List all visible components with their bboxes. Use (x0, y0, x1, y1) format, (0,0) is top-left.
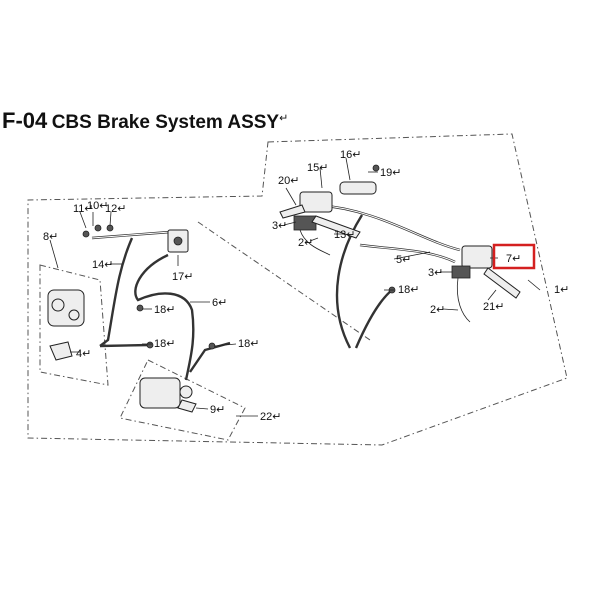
callout-18: 18↵ (154, 304, 175, 316)
callout-18: 18↵ (154, 338, 175, 350)
callout-7: 7↵ (506, 253, 521, 265)
callout-2: 2↵ (298, 237, 313, 249)
callout-3: 3↵ (428, 267, 443, 279)
callout-21: 21↵ (483, 301, 504, 313)
cbs-distributor (167, 229, 189, 253)
callout-18: 18↵ (398, 284, 419, 296)
callout-5: 5↵ (396, 254, 411, 266)
front-caliper (47, 289, 85, 361)
left-brake-lever-assembly (279, 181, 377, 256)
rear-caliper-box (119, 359, 246, 441)
fittings (82, 164, 396, 350)
hose-front-caliper (99, 343, 151, 348)
callout-7-highlight-box (492, 243, 536, 270)
cbs-box-edge (197, 221, 371, 341)
callout-8: 8↵ (43, 231, 58, 243)
callout-20: 20↵ (278, 175, 299, 187)
callout-14: 14↵ (92, 259, 113, 271)
callout-16: 16↵ (340, 149, 361, 161)
hose-18-right (354, 289, 393, 349)
callout-12: 12↵ (105, 203, 126, 215)
callout-4: 4↵ (76, 348, 91, 360)
callout-2: 2↵ (430, 304, 445, 316)
hose-6 (134, 253, 195, 381)
diagram-name: CBS Brake System ASSY (51, 112, 280, 133)
callout-19: 19↵ (380, 167, 401, 179)
callout-10: 10↵ (87, 200, 108, 212)
diagram-code: F-04 (2, 108, 48, 133)
callout-18: 18↵ (238, 338, 259, 350)
hose-cbs-long (335, 214, 364, 349)
assembly-outline (27, 133, 568, 446)
callout-labels: 1↵ 2↵ 2↵ 3↵ 3↵ 4↵ 5↵ 6↵ 7↵ 8↵ 9↵ 10↵ 11↵… (43, 149, 569, 423)
callout-6: 6↵ (212, 297, 227, 309)
callout-22: 22↵ (260, 411, 281, 423)
callout-17: 17↵ (172, 271, 193, 283)
callout-3: 3↵ (272, 220, 287, 232)
callout-15: 15↵ (307, 162, 328, 174)
callout-9: 9↵ (210, 404, 225, 416)
return-mark: ↵ (279, 112, 289, 125)
hose-14 (99, 237, 134, 347)
diagram-title: F-04 CBS Brake System ASSY↵ (2, 108, 288, 134)
front-caliper-box (39, 264, 109, 386)
rear-caliper (139, 377, 197, 413)
callout-11: 11↵ (73, 203, 94, 215)
brake-hoses (91, 203, 461, 381)
right-brake-lever-assembly (451, 245, 521, 323)
leader-lines (49, 157, 541, 417)
callout-1: 1↵ (554, 284, 569, 296)
callout-13: 13↵ (334, 229, 355, 241)
